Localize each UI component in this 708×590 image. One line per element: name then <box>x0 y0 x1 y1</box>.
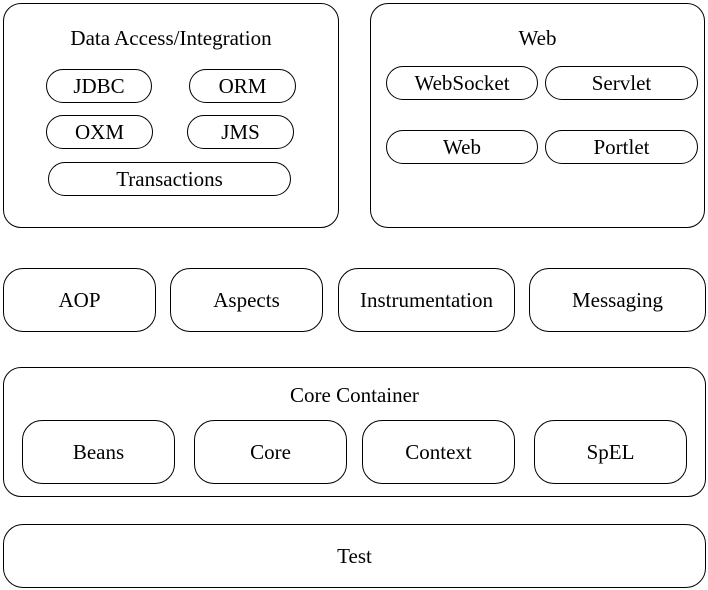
web-module: Web <box>386 130 538 164</box>
oxm-module: OXM <box>46 115 153 149</box>
context-module: Context <box>362 420 515 484</box>
servlet-module: Servlet <box>545 66 698 100</box>
portlet-module: Portlet <box>545 130 698 164</box>
websocket-module: WebSocket <box>386 66 538 100</box>
core-module: Core <box>194 420 347 484</box>
spel-module: SpEL <box>534 420 687 484</box>
data-access-integration-title: Data Access/Integration <box>70 26 272 50</box>
orm-module: ORM <box>189 69 296 103</box>
jms-module: JMS <box>187 115 294 149</box>
test-module: Test <box>3 524 706 588</box>
web-group: Web <box>370 3 705 228</box>
aop-module: AOP <box>3 268 156 332</box>
web-group-title: Web <box>518 26 557 50</box>
core-container-title: Core Container <box>290 383 419 407</box>
jdbc-module: JDBC <box>46 69 152 103</box>
instrumentation-module: Instrumentation <box>338 268 515 332</box>
transactions-module: Transactions <box>48 162 291 196</box>
aspects-module: Aspects <box>170 268 323 332</box>
beans-module: Beans <box>22 420 175 484</box>
messaging-module: Messaging <box>529 268 706 332</box>
